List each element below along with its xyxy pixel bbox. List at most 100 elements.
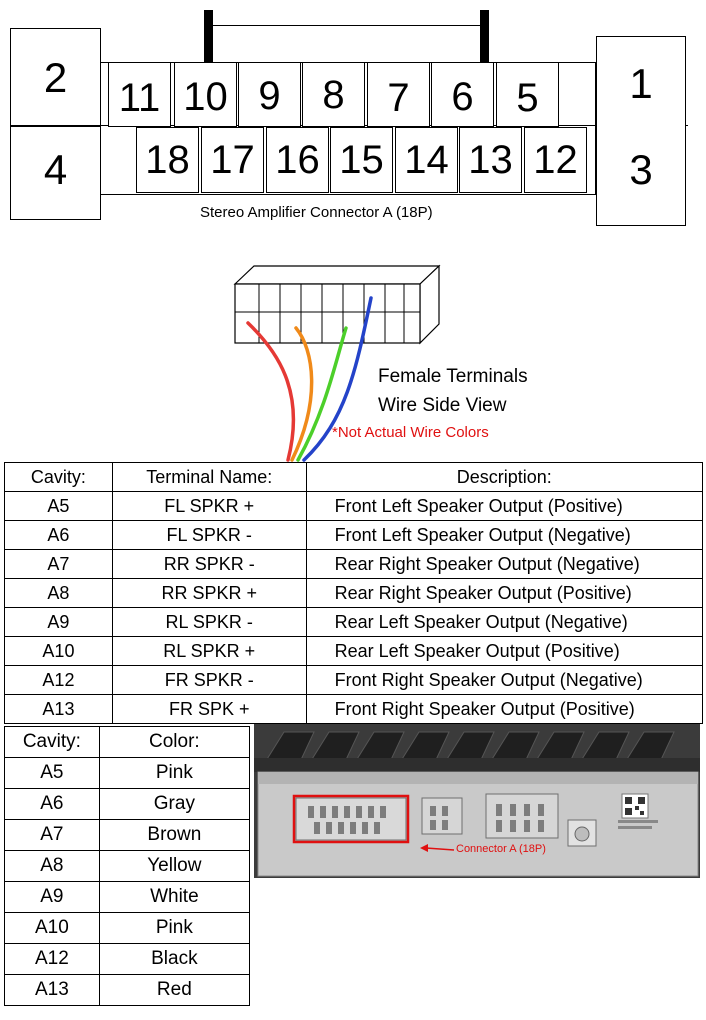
cavity-cell: A5 — [4, 491, 113, 521]
terminal-name-cell: FR SPKR - — [111, 665, 307, 695]
cavity-cell: A13 — [4, 694, 113, 724]
terminal-name-cell: FL SPKR + — [111, 491, 307, 521]
description-cell: Front Right Speaker Output (Positive) — [305, 694, 704, 724]
cavity-14: 14 — [395, 127, 458, 193]
pin-label-2: 2 — [43, 54, 68, 101]
cavity-9: 9 — [238, 62, 301, 127]
cavity-6: 6 — [431, 62, 494, 127]
cavity-cell: A8 — [4, 578, 113, 608]
color-cell: Pink — [98, 757, 251, 789]
terminal-name-cell: RR SPKR + — [111, 578, 307, 608]
connector-housing-front — [234, 283, 421, 344]
connector-housing-top — [233, 265, 441, 285]
wire-color-note: *Not Actual Wire Colors — [332, 424, 489, 441]
cavity-cell: A10 — [4, 912, 100, 944]
cavity-cell: A6 — [4, 788, 100, 820]
wire-red — [246, 321, 296, 462]
latch-left-post — [204, 10, 213, 62]
terminal-name-cell: RL SPKR - — [111, 607, 307, 637]
terminal-name-cell: FR SPK + — [111, 694, 307, 724]
color-cell: Black — [98, 943, 251, 975]
color-cell: White — [98, 881, 251, 913]
color-cell: Red — [98, 974, 251, 1006]
latch-right-post — [480, 10, 489, 62]
cavity-cell: A13 — [4, 974, 100, 1006]
wire-green — [296, 326, 348, 462]
connector-title: Stereo Amplifier Connector A (18P) — [200, 204, 433, 221]
cavity-11: 11 — [108, 62, 171, 127]
cavity-18: 18 — [136, 127, 199, 193]
color-cell: Pink — [98, 912, 251, 944]
description-cell: Front Left Speaker Output (Negative) — [305, 520, 704, 550]
cavity-15: 15 — [330, 127, 393, 193]
side-block-left — [10, 28, 101, 220]
side-block-left-divider — [10, 125, 101, 127]
pin-label-4: 4 — [43, 146, 68, 193]
connector-a-highlight — [292, 794, 410, 844]
terminal-name-cell: FL SPKR - — [111, 520, 307, 550]
terminal-name-cell: RR SPKR - — [111, 549, 307, 579]
cavity-cell: A7 — [4, 549, 113, 579]
description-cell: Rear Right Speaker Output (Positive) — [305, 578, 704, 608]
cavity-cell: A12 — [4, 665, 113, 695]
header-cavity: Cavity: — [4, 462, 113, 492]
header-description: Description: — [305, 462, 704, 492]
cavity-7: 7 — [367, 62, 430, 127]
cavity-cell: A5 — [4, 757, 100, 789]
color-cell: Gray — [98, 788, 251, 820]
description-cell: Rear Left Speaker Output (Negative) — [305, 607, 704, 637]
description-cell: Front Right Speaker Output (Negative) — [305, 665, 704, 695]
cavity-17: 17 — [201, 127, 264, 193]
side-block-right — [596, 36, 686, 226]
header-cavity: Cavity: — [4, 726, 100, 758]
amplifier-photo: Connector A (18P) — [254, 724, 700, 878]
wire-view-line2: Wire Side View — [378, 395, 507, 416]
terminal-table-header: Cavity: Terminal Name: Description: — [4, 462, 704, 492]
callout-arrow — [425, 847, 455, 851]
cavity-12: 12 — [524, 127, 587, 193]
description-cell: Rear Right Speaker Output (Negative) — [305, 549, 704, 579]
color-table-header: Cavity: Color: — [4, 726, 251, 758]
connector-a-callout-label: Connector A (18P) — [456, 843, 546, 855]
pin-label-1: 1 — [629, 60, 653, 107]
cavity-cell: A7 — [4, 819, 100, 851]
cavity-cell: A9 — [4, 607, 113, 637]
color-cell: Yellow — [98, 850, 251, 882]
pin-label-3: 3 — [629, 146, 653, 193]
wire-blue — [302, 296, 373, 462]
cavity-5: 5 — [496, 62, 559, 127]
cavity-10: 10 — [174, 62, 237, 127]
cavity-16: 16 — [266, 127, 329, 193]
cavity-13: 13 — [459, 127, 522, 193]
header-color: Color: — [98, 726, 251, 758]
terminal-name-cell: RL SPKR + — [111, 636, 307, 666]
cavity-cell: A6 — [4, 520, 113, 550]
wire-side-view-sketch — [233, 264, 441, 462]
description-cell: Rear Left Speaker Output (Positive) — [305, 636, 704, 666]
cavity-8: 8 — [302, 62, 365, 127]
cavity-cell: A8 — [4, 850, 100, 882]
description-cell: Front Left Speaker Output (Positive) — [305, 491, 704, 521]
wire-view-line1: Female Terminals — [378, 366, 528, 387]
header-terminal-name: Terminal Name: — [111, 462, 307, 492]
cavity-cell: A12 — [4, 943, 100, 975]
color-cell: Brown — [98, 819, 251, 851]
cavity-cell: A9 — [4, 881, 100, 913]
amplifier-illustration — [254, 724, 700, 878]
wire-orange — [290, 326, 314, 462]
